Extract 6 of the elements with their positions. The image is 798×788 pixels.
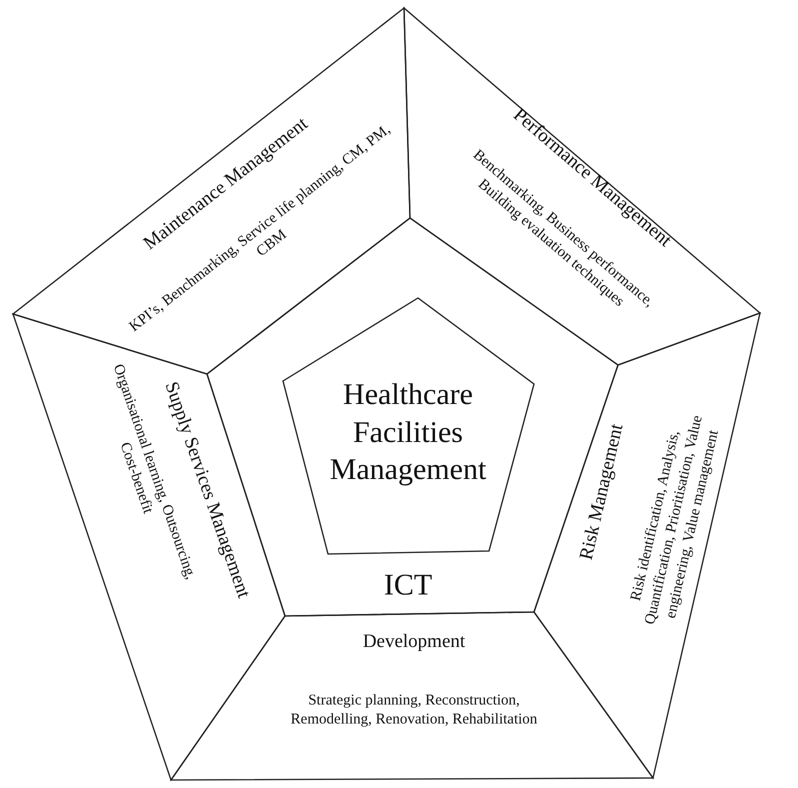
- section-title: Development: [362, 630, 466, 654]
- center-title: Healthcare Facilities Management: [328, 376, 488, 488]
- ring-label: ICT: [382, 567, 434, 604]
- pentagon-segment: [404, 8, 760, 365]
- pentagon-segment: [283, 298, 534, 554]
- section-description: Strategic planning, Reconstruction, Remodelling, Renovation, Rehabilitation: [290, 691, 538, 729]
